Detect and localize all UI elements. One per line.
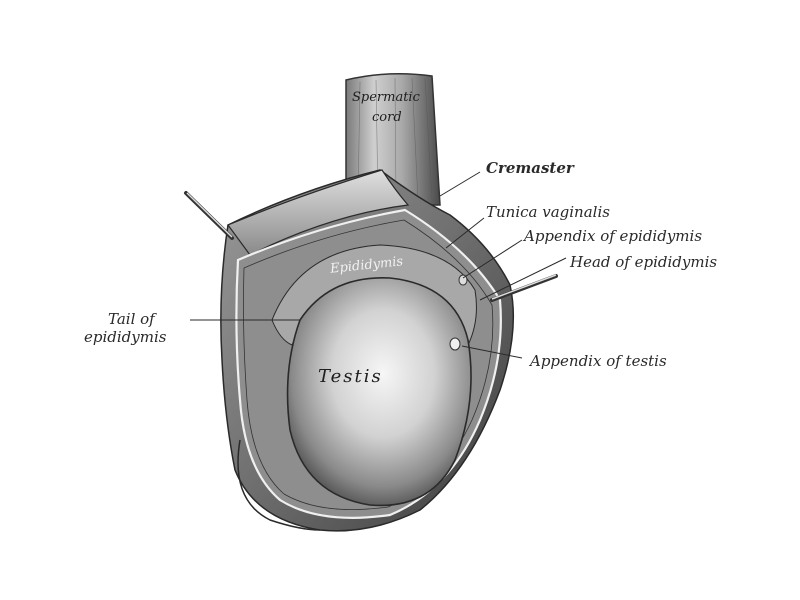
callout-tail-of-epididymis-line2: epididymis bbox=[84, 328, 167, 346]
appendix-of-testis-shape bbox=[449, 337, 461, 351]
leader-lines bbox=[190, 171, 567, 359]
callout-appendix-of-testis: Appendix of testis bbox=[530, 352, 667, 370]
callout-head-of-epididymis: Head of epididymis bbox=[570, 253, 718, 271]
label-spermatic-cord-line2: cord bbox=[372, 110, 402, 125]
callout-cremaster: Cremaster bbox=[486, 159, 574, 177]
callout-tunica-vaginalis: Tunica vaginalis bbox=[486, 203, 610, 221]
callout-appendix-of-epididymis: Appendix of epididymis bbox=[524, 227, 703, 245]
label-spermatic-cord-line1: Spermatic bbox=[352, 90, 420, 105]
appendix-of-epididymis-shape bbox=[458, 274, 468, 286]
testis bbox=[286, 277, 472, 507]
label-testis: Testis bbox=[318, 366, 383, 387]
retractor-hooks bbox=[184, 191, 558, 302]
callout-tail-of-epididymis-line1: Tail of bbox=[108, 310, 155, 328]
